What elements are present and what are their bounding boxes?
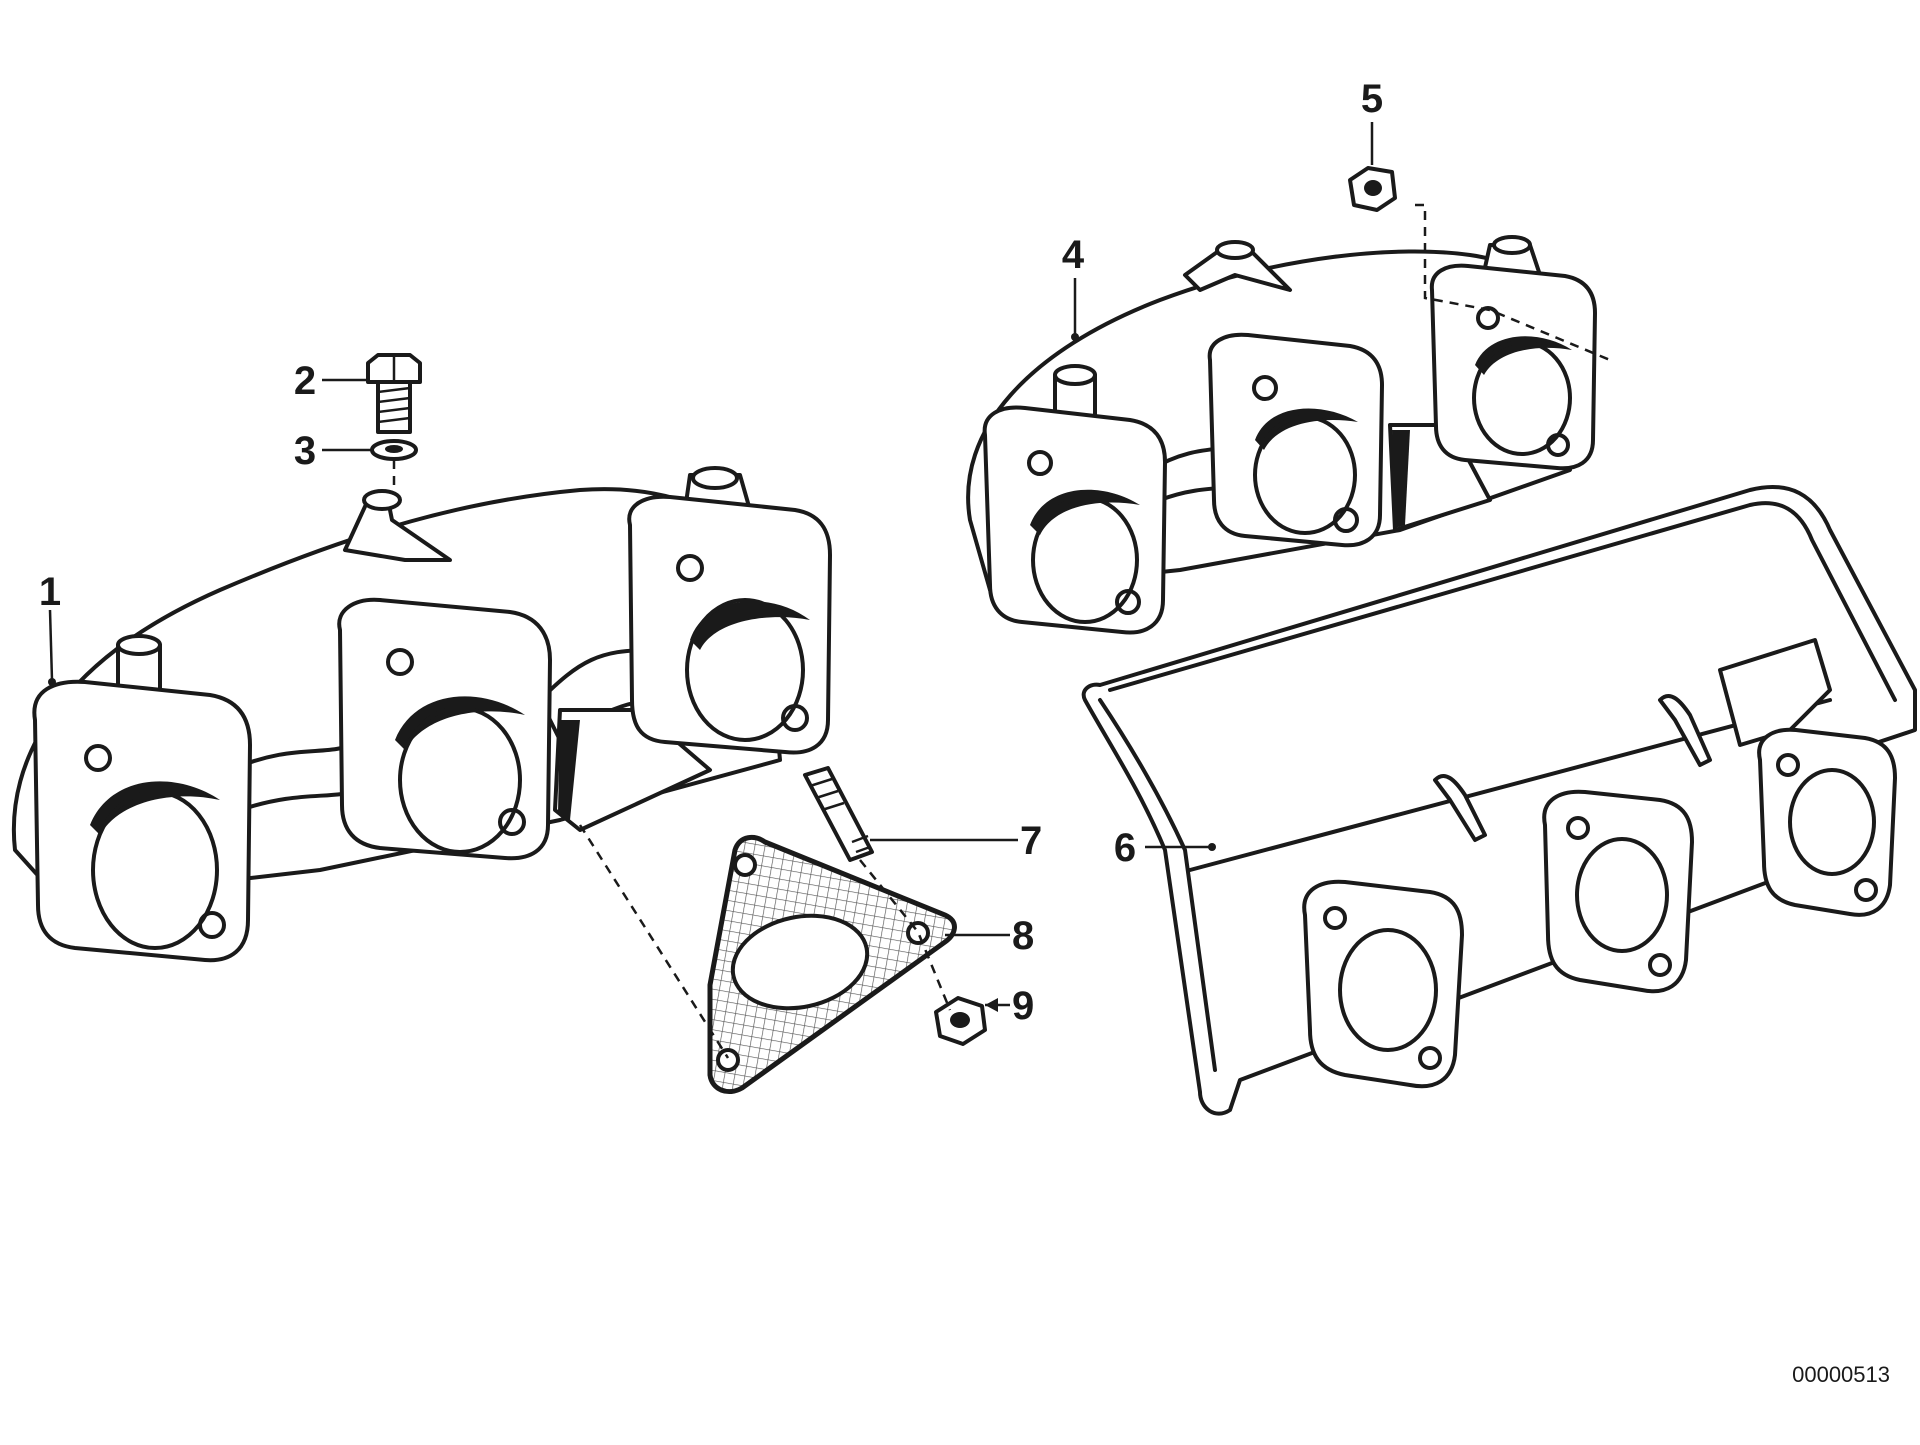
label-part-5: 5 [1361,77,1383,121]
assembly-line-gasket [578,824,730,1059]
label-part-2: 2 [294,359,316,403]
label-part-9: 9 [1012,984,1034,1028]
hex-nut [934,996,987,1046]
leader-1 [48,609,54,681]
stud [803,766,874,862]
assembly-line-stud [859,859,952,1011]
label-part-3: 3 [294,429,316,473]
hex-bolt [366,353,422,434]
label-part-7: 7 [1020,819,1042,863]
heat-shield [1081,484,1917,1116]
label-part-8: 8 [1012,914,1034,958]
flange-gasket [707,835,957,1094]
assembly-line-nut [1415,203,1611,362]
collar-nut [1348,166,1397,212]
label-part-4: 4 [1062,233,1085,277]
exhaust-manifold-rear [966,235,1597,635]
label-part-1: 1 [39,570,61,614]
washer [370,439,418,461]
drawing-code: 00000513 [1792,1362,1890,1387]
label-part-6: 6 [1114,826,1136,870]
exhaust-manifold-front [11,466,832,963]
